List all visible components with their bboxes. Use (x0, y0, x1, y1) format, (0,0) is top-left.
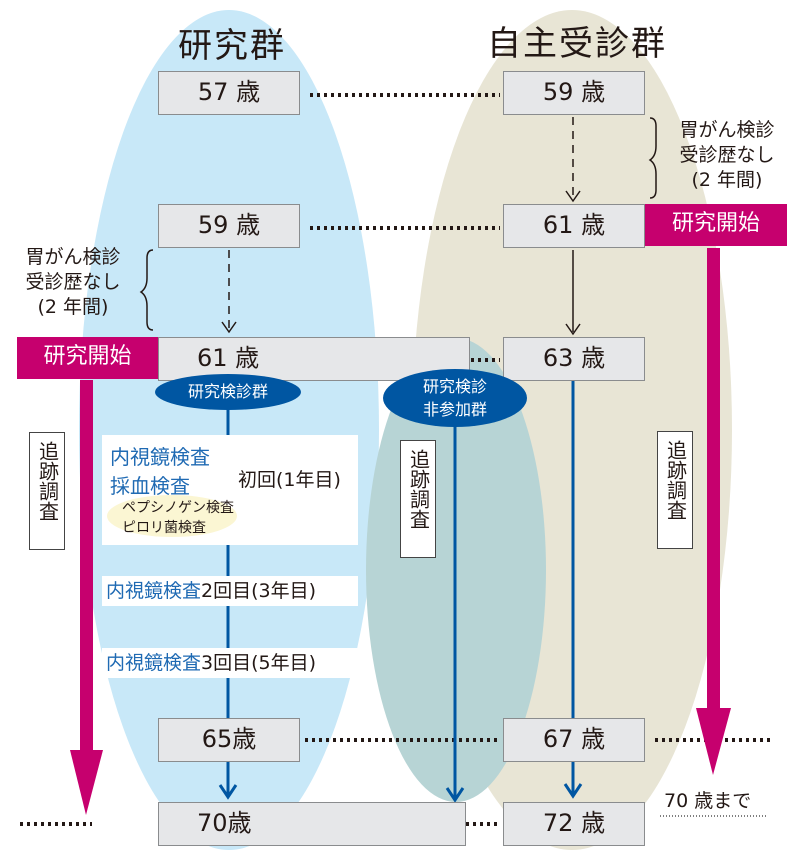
oval-label: 研究検診 (422, 377, 487, 396)
oval-label: 非参加群 (422, 400, 487, 419)
third-endoscopy-label: 内視鏡検査 (106, 652, 202, 674)
note-line: (2 年間) (691, 169, 763, 191)
follow-up-box-nonparticipant: 追跡調査 (400, 440, 436, 558)
age-box-self-63: 63 歳 (503, 337, 645, 381)
oval-label: 研究検診群 (187, 382, 268, 401)
age-box-research-59: 59 歳 (158, 204, 300, 248)
pylori-label: ピロリ菌検査 (122, 520, 206, 536)
second-exam-box: 内視鏡検査2回目(3年目) (102, 576, 358, 606)
brace-left (139, 249, 154, 331)
age-box-self-72: 72 歳 (503, 802, 645, 846)
brace-right (648, 117, 657, 199)
age-label: 70歳 (197, 809, 252, 837)
blood-highlight (107, 495, 237, 537)
age-label: 59 歳 (542, 78, 606, 106)
note-line: 受診歴なし (679, 144, 775, 166)
age-label: 61 歳 (197, 344, 260, 372)
first-blood-label: 採血検査 (110, 474, 190, 498)
age-label: 67 歳 (542, 725, 606, 753)
age-box-research-70: 70歳 (158, 802, 466, 846)
non-participant-group-oval: 研究検診 非参加群 (383, 369, 527, 427)
age-label: 61 歳 (542, 211, 606, 239)
third-exam-box: 内視鏡検査3回目(5年目) (102, 648, 358, 678)
self-group-title: 自主受診群 (487, 24, 667, 64)
no-screening-note-self: 胃がん検診 受診歴なし (2 年間) (662, 118, 792, 193)
follow-up-label: 追跡調査 (406, 449, 431, 529)
age-label: 65歳 (201, 725, 257, 753)
age-label: 59 歳 (197, 211, 261, 239)
screening-group-oval: 研究検診群 (155, 374, 301, 410)
note-line: (2 年間) (37, 296, 109, 318)
follow-up-label: 追跡調査 (35, 441, 60, 521)
age-label: 72 歳 (542, 809, 606, 837)
third-exam-timing: 3回目(5年目) (201, 652, 317, 674)
follow-up-box-research: 追跡調査 (29, 432, 65, 550)
age-box-research-57: 57 歳 (158, 71, 300, 115)
age-box-research-65: 65歳 (158, 718, 300, 762)
note-line: 胃がん検診 (25, 246, 121, 268)
note-line: 胃がん検診 (679, 119, 775, 141)
note-line: 受診歴なし (25, 271, 121, 293)
first-exam-timing: 初回(1年目) (238, 469, 341, 491)
second-exam-timing: 2回目(3年目) (201, 580, 317, 602)
second-endoscopy-label: 内視鏡検査 (106, 580, 202, 602)
study-start-label-self: 研究開始 (645, 204, 787, 246)
pink-followup-arrows (70, 248, 731, 815)
research-group-title: 研究群 (178, 26, 286, 66)
until-70-label: 70 歳まで (664, 790, 752, 812)
no-screening-note-research: 胃がん検診 受診歴なし (2 年間) (8, 245, 138, 320)
age-label: 57 歳 (197, 78, 261, 106)
age-box-self-59: 59 歳 (503, 71, 645, 115)
first-endoscopy-label: 内視鏡検査 (110, 445, 210, 469)
age-box-self-67: 67 歳 (503, 718, 645, 762)
age-label: 63 歳 (542, 344, 606, 372)
follow-up-label: 追跡調査 (663, 440, 688, 520)
first-exam-box: 内視鏡検査 採血検査 初回(1年目) ペプシノゲン検査 ピロリ菌検査 (102, 435, 358, 545)
dashed-arrows (221, 117, 581, 336)
age-box-self-61: 61 歳 (503, 204, 645, 248)
follow-up-box-self: 追跡調査 (657, 431, 693, 549)
study-start-label-research: 研究開始 (17, 337, 158, 379)
pepsinogen-label: ペプシノゲン検査 (122, 500, 234, 516)
